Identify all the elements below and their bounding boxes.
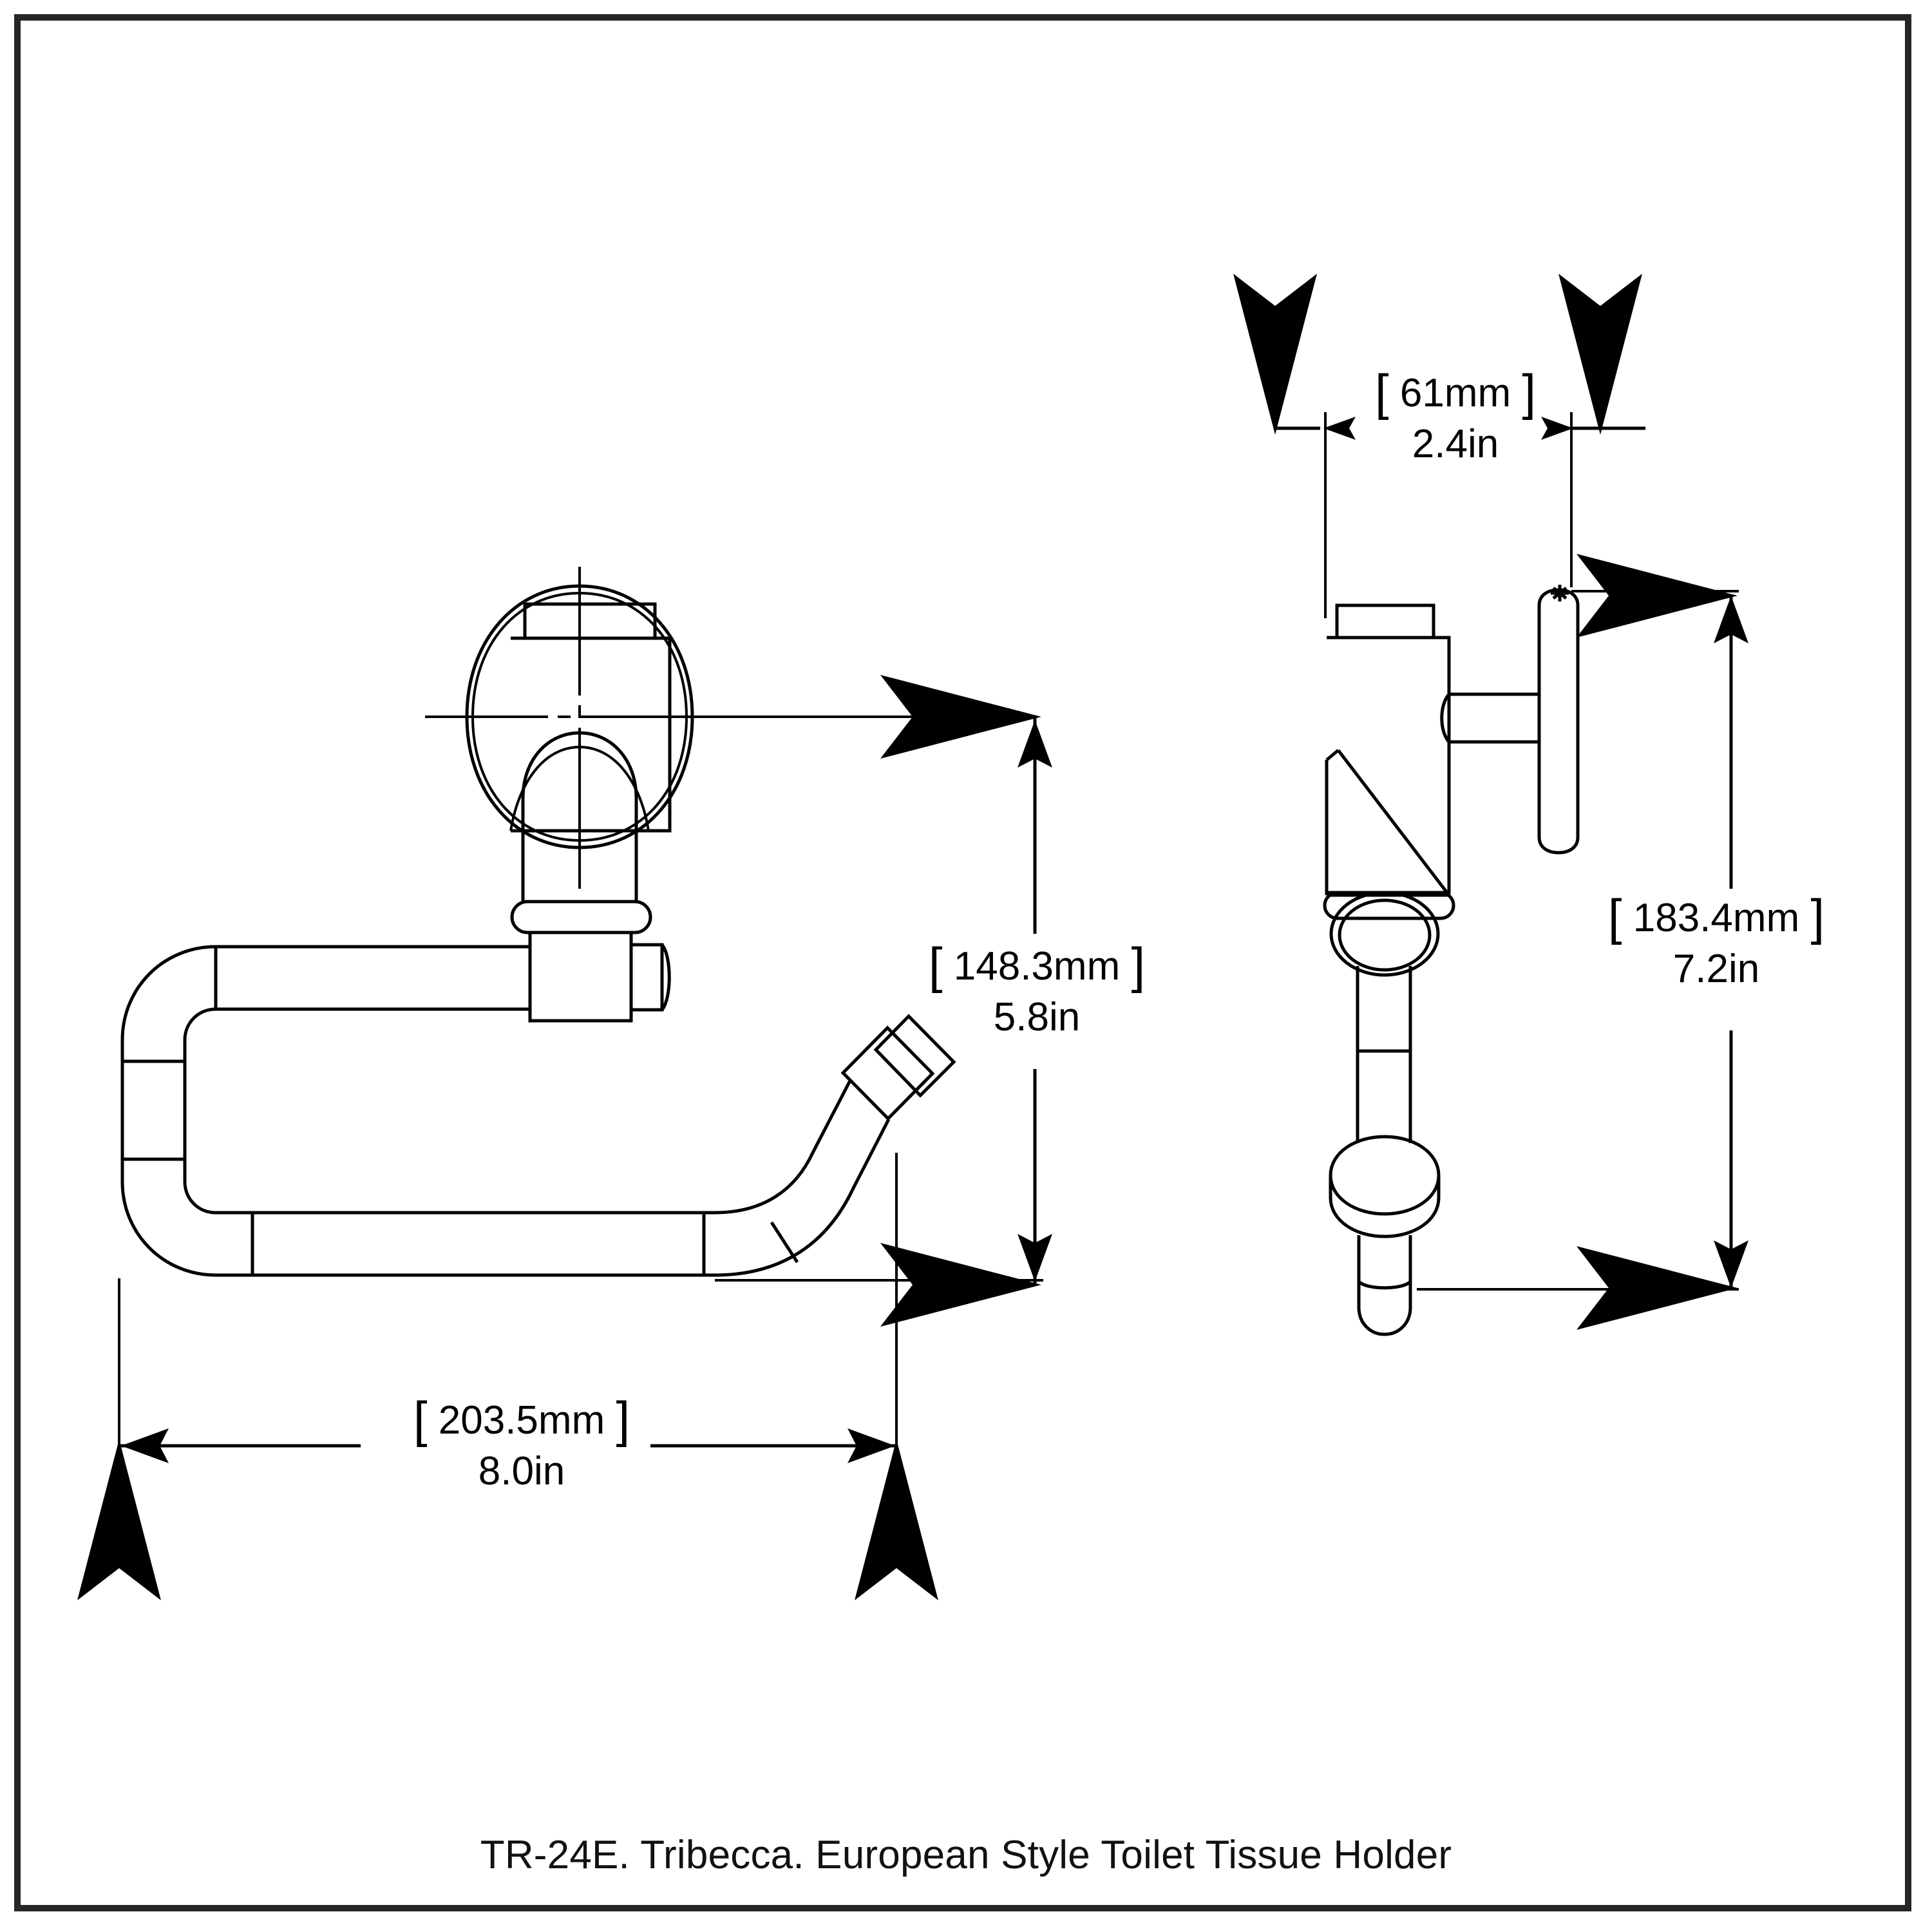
sheet-border xyxy=(14,14,1911,1911)
side-wall-plate xyxy=(1323,603,1455,920)
side-flat-bar xyxy=(1537,588,1580,855)
front-knuckle-block xyxy=(528,931,671,1023)
dimension-label-side-depth: [ 61mm ] 2.4in xyxy=(1314,364,1597,466)
front-view-geometry xyxy=(120,567,1030,1277)
dimension-in-side-depth: 2.4in xyxy=(1412,421,1499,466)
front-arm-tube xyxy=(120,945,715,1277)
front-height-arrowheads xyxy=(1018,720,1052,1282)
front-end-cap xyxy=(840,1014,956,1121)
dimension-mm-side-depth: [ 61mm ] xyxy=(1374,364,1537,421)
side-dimension-lines xyxy=(1233,274,1739,1330)
dimension-label-side-height: [ 183.4mm ] 7.2in xyxy=(1565,889,1868,991)
front-collar-ring xyxy=(510,900,652,934)
front-post-body xyxy=(511,636,672,833)
side-connector-stub xyxy=(1440,692,1539,744)
dimension-label-front-width: [ 203.5mm ] 8.0in xyxy=(361,1394,683,1492)
side-end-disc xyxy=(1329,1135,1441,1238)
side-stem-tip xyxy=(1357,1235,1412,1336)
side-view-geometry xyxy=(1323,585,1580,1336)
side-depth-arrowheads xyxy=(1323,417,1573,440)
dimension-in-side-height: 7.2in xyxy=(1672,946,1760,991)
drawing-caption: TR-24E. Tribecca. European Style Toilet … xyxy=(480,1833,1452,1877)
dimension-mm-side-height: [ 183.4mm ] xyxy=(1607,889,1825,945)
side-height-arrowheads xyxy=(1714,596,1748,1288)
side-tube xyxy=(1356,966,1412,1143)
dimension-label-front-height: [ 148.3mm ] 5.8in xyxy=(889,940,1185,1037)
front-dimension-lines xyxy=(77,675,1043,1600)
front-hook-end xyxy=(714,1079,891,1277)
side-asterisk-mark xyxy=(1551,585,1569,601)
dimension-in-front-height: 5.8in xyxy=(993,994,1081,1039)
dimension-mm-front-width: [ 203.5mm ] xyxy=(413,1391,630,1448)
dimension-in-front-width: 8.0in xyxy=(478,1448,565,1493)
front-width-arrowheads xyxy=(121,1428,895,1463)
dimension-mm-front-height: [ 148.3mm ] xyxy=(928,937,1146,994)
side-ring xyxy=(1329,891,1440,977)
